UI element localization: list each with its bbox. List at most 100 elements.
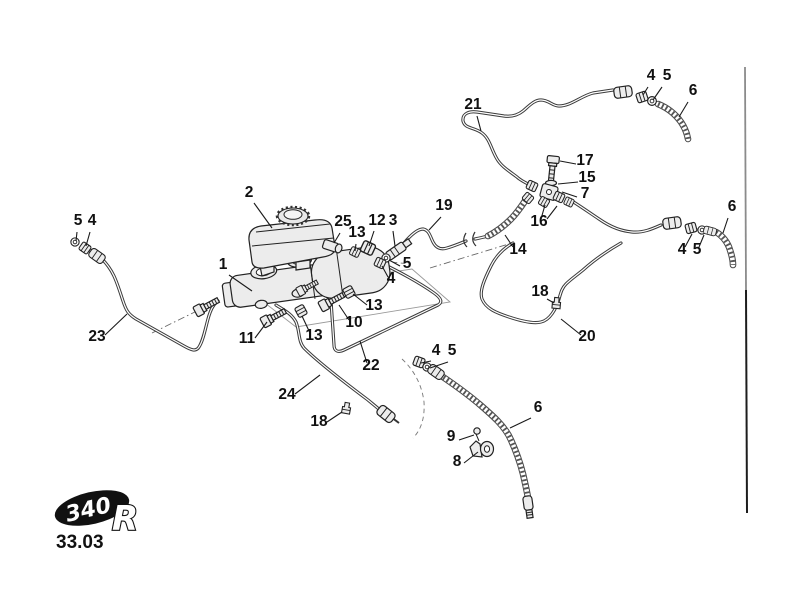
- nut-13: [293, 303, 309, 319]
- part-number-label: 5: [448, 342, 457, 359]
- callout-11: 11: [239, 321, 268, 347]
- fluid-reservoir: [248, 205, 343, 277]
- part-number-label: 22: [362, 357, 379, 374]
- leader-line: [559, 160, 577, 165]
- part-number-label: 5: [663, 67, 672, 84]
- callout-2: 2: [245, 184, 273, 229]
- leader-line: [354, 243, 357, 252]
- pipe-break-symbol: [463, 231, 477, 248]
- leader-line: [561, 191, 578, 198]
- leader-line: [509, 417, 532, 429]
- flex-hose-front-left: [654, 100, 692, 143]
- part-number-label: 13: [365, 297, 383, 314]
- brake-pipe-21: [461, 88, 615, 187]
- leader-line: [428, 216, 442, 231]
- bolt-17: [546, 155, 560, 183]
- callout-6: 6: [509, 399, 543, 429]
- callout-13: 13: [352, 293, 383, 314]
- callout-5: 5: [693, 234, 705, 258]
- brand-logo-340r: 340 R: [54, 490, 139, 540]
- leader-line: [504, 234, 514, 248]
- callout-5: 5: [429, 342, 457, 369]
- part-number-label: 24: [278, 386, 296, 403]
- leader-line: [388, 259, 401, 267]
- part-number-label: 4: [88, 212, 97, 229]
- leader-line: [294, 374, 321, 395]
- callout-7: 7: [561, 185, 590, 202]
- callout-18: 18: [310, 411, 343, 430]
- fitting-16: [525, 179, 539, 193]
- part-number-label: 4: [647, 67, 656, 84]
- leader-line: [333, 232, 341, 244]
- leader-line: [228, 274, 253, 292]
- leader-line: [652, 86, 663, 101]
- pipe-union-sleeve: [612, 84, 634, 100]
- callout-20: 20: [560, 318, 596, 345]
- part-number-label: 4: [387, 270, 396, 287]
- part-number-label: 16: [530, 213, 548, 230]
- part-number-label: 14: [509, 241, 527, 258]
- leader-line: [338, 304, 350, 321]
- callout-17: 17: [559, 152, 594, 169]
- callout-5: 5: [652, 67, 672, 101]
- part-number-label: 15: [578, 169, 596, 186]
- part-number-label: 23: [88, 328, 106, 345]
- part-number-label: 6: [534, 399, 543, 416]
- part-number-label: 10: [345, 314, 362, 331]
- leader-line: [104, 313, 128, 336]
- part-number-label: 21: [464, 96, 482, 113]
- screw-9: [473, 427, 481, 442]
- leader-line: [698, 234, 705, 248]
- part-number-label: 5: [74, 212, 83, 229]
- part-number-label: 13: [348, 224, 366, 241]
- logo-text: 340: [63, 493, 113, 528]
- brake-pipe-22: [329, 262, 443, 353]
- callout-8: 8: [453, 451, 479, 470]
- leader-line: [392, 230, 396, 247]
- leader-line: [560, 318, 582, 336]
- part-number-label: 19: [435, 197, 453, 214]
- body-panel-edge: [744, 66, 748, 514]
- brake-pipe-24: [274, 303, 400, 424]
- callout-19: 19: [428, 197, 453, 231]
- part-number-label: 8: [453, 453, 462, 470]
- hose-fitting: [702, 225, 718, 237]
- leader-line: [420, 360, 432, 364]
- part-number-label: 7: [581, 185, 590, 202]
- leader-line: [722, 217, 729, 234]
- part-number-label: 4: [432, 342, 441, 359]
- leader-line: [546, 298, 555, 304]
- pipe-union-sleeve: [661, 215, 683, 231]
- part-number-label: 18: [531, 283, 549, 300]
- callout-21: 21: [464, 96, 482, 132]
- leader-line: [540, 204, 546, 220]
- part-number-label: 1: [219, 256, 228, 273]
- leader-line: [429, 361, 449, 369]
- part-number-label: 6: [689, 82, 698, 99]
- nut-4: [634, 90, 650, 104]
- callout-4: 4: [381, 265, 396, 287]
- leader-line: [476, 115, 482, 132]
- callout-4: 4: [420, 342, 441, 364]
- callout-5: 5: [388, 255, 412, 272]
- part-number-label: 25: [334, 213, 352, 230]
- callout-16: 16: [530, 204, 558, 230]
- part-number-label: 11: [239, 330, 256, 347]
- callout-4: 4: [642, 67, 656, 96]
- callout-9: 9: [447, 428, 475, 445]
- flex-hose-bottom: [436, 371, 534, 519]
- callout-24: 24: [278, 374, 321, 403]
- leader-line: [458, 434, 475, 441]
- leader-line: [359, 340, 368, 364]
- part-number-label: 3: [389, 212, 398, 229]
- callout-6: 6: [678, 82, 698, 118]
- leader-line: [301, 315, 311, 334]
- coiled-pipe-14: [484, 197, 529, 240]
- callout-25: 25: [333, 213, 352, 244]
- fitting-16: [562, 196, 576, 208]
- part-number-label: 18: [310, 413, 328, 430]
- leader-line: [381, 265, 389, 278]
- callout-10: 10: [338, 304, 363, 331]
